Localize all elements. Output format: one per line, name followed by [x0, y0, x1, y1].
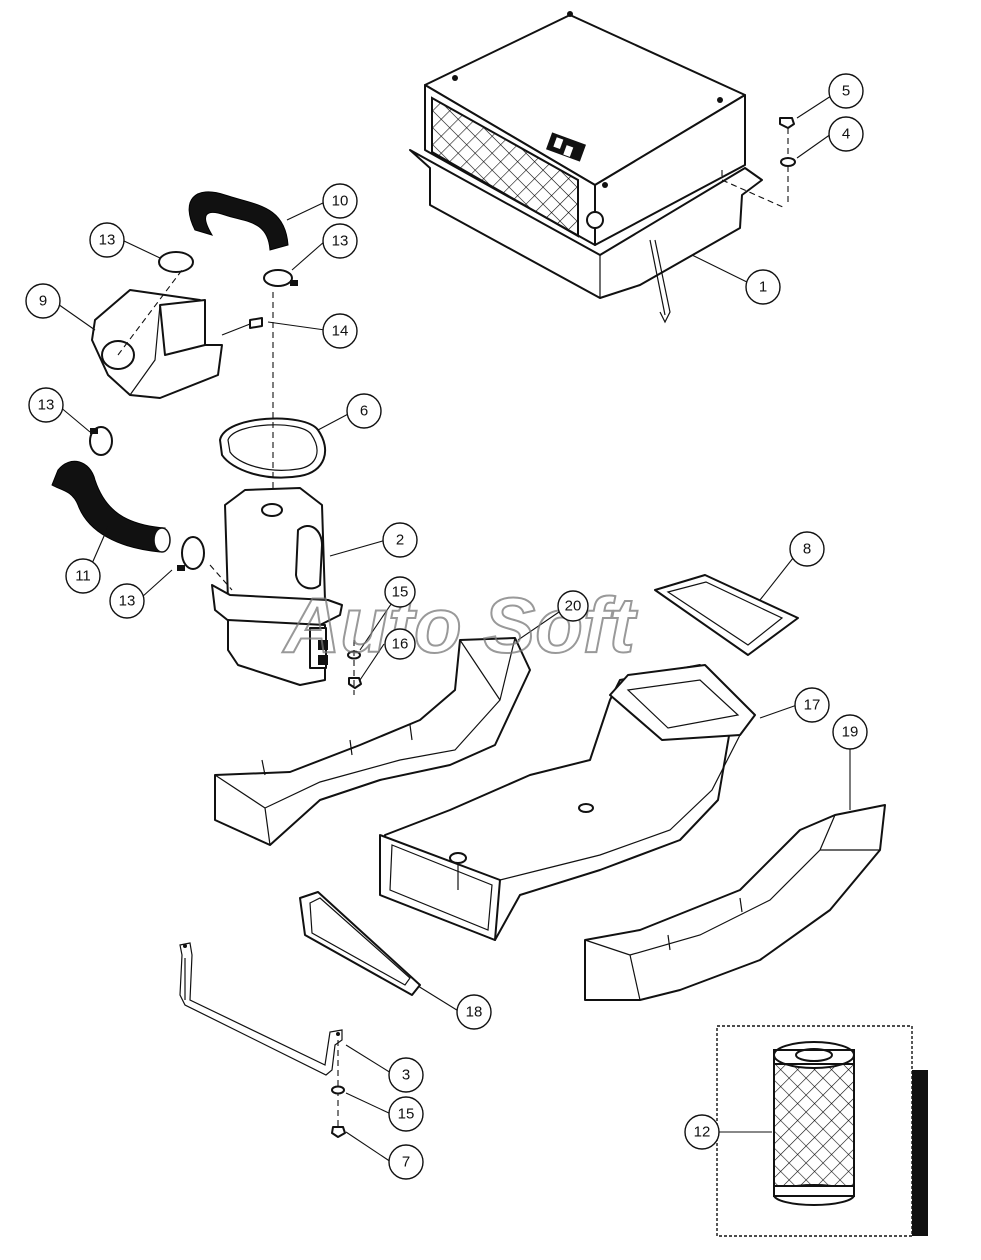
callout-15-lower: 15	[388, 1096, 424, 1132]
callout-13-upper-left: 13	[89, 222, 125, 258]
svg-text:1: 1	[759, 279, 767, 296]
callout-7: 7	[388, 1144, 424, 1180]
svg-text:9: 9	[39, 293, 47, 310]
svg-text:14: 14	[332, 323, 349, 340]
callout-1: 1	[745, 269, 781, 305]
center-air-duct	[379, 664, 756, 941]
right-air-duct	[584, 804, 886, 1001]
svg-text:20: 20	[565, 598, 582, 615]
svg-text:5: 5	[842, 83, 850, 100]
leader-lines	[54, 95, 851, 1163]
hose-clamps	[89, 251, 298, 571]
callout-13-lower-left: 13	[109, 583, 145, 619]
callout-8: 8	[789, 531, 825, 567]
callout-2: 2	[382, 522, 418, 558]
left-air-duct	[214, 637, 531, 846]
svg-text:13: 13	[38, 397, 55, 414]
upper-hose	[188, 191, 289, 251]
callout-5: 5	[828, 73, 864, 109]
callout-6: 6	[346, 393, 382, 429]
svg-text:13: 13	[99, 232, 116, 249]
callout-3: 3	[388, 1057, 424, 1093]
svg-text:3: 3	[402, 1067, 410, 1084]
callout-19: 19	[832, 714, 868, 750]
svg-text:12: 12	[694, 1124, 711, 1141]
callout-11: 11	[65, 558, 101, 594]
lower-hose	[51, 460, 171, 553]
blower-housing	[91, 269, 263, 399]
fasteners-bottom	[331, 1040, 346, 1138]
callout-4: 4	[828, 116, 864, 152]
filter-element-inset	[716, 1025, 928, 1237]
fasteners-mid	[347, 640, 362, 695]
svg-text:11: 11	[75, 568, 91, 585]
hvac-housing-unit	[409, 11, 786, 324]
callout-13-upper-right: 13	[322, 223, 358, 259]
svg-text:19: 19	[842, 724, 859, 741]
svg-text:4: 4	[842, 126, 850, 143]
callout-9: 9	[25, 283, 61, 319]
filter-housing	[209, 487, 343, 686]
svg-text:2: 2	[396, 532, 404, 549]
svg-text:13: 13	[332, 233, 349, 250]
callout-16: 16	[384, 628, 416, 660]
watermark-text: Auto Soft	[282, 581, 638, 669]
svg-text:15: 15	[398, 1106, 415, 1123]
svg-text:6: 6	[360, 403, 368, 420]
svg-text:7: 7	[402, 1154, 410, 1171]
callout-10: 10	[322, 183, 358, 219]
callout-20: 20	[557, 590, 589, 622]
nut-and-washer	[779, 117, 796, 205]
svg-text:18: 18	[466, 1004, 483, 1021]
callout-14: 14	[322, 313, 358, 349]
svg-text:10: 10	[332, 193, 349, 210]
callout-13-mid-left: 13	[28, 387, 64, 423]
svg-text:17: 17	[804, 697, 821, 714]
svg-text:16: 16	[392, 636, 409, 653]
svg-text:8: 8	[803, 541, 811, 558]
svg-text:15: 15	[392, 584, 409, 601]
mounting-bracket	[179, 942, 343, 1076]
gasket-seal	[219, 417, 327, 479]
callout-18: 18	[456, 994, 492, 1030]
duct-frame-gasket	[654, 574, 799, 656]
callout-12: 12	[684, 1114, 720, 1150]
svg-text:13: 13	[119, 593, 136, 610]
rect-gasket-frame	[299, 891, 421, 996]
callout-15-upper: 15	[384, 576, 416, 608]
callout-17: 17	[794, 687, 830, 723]
